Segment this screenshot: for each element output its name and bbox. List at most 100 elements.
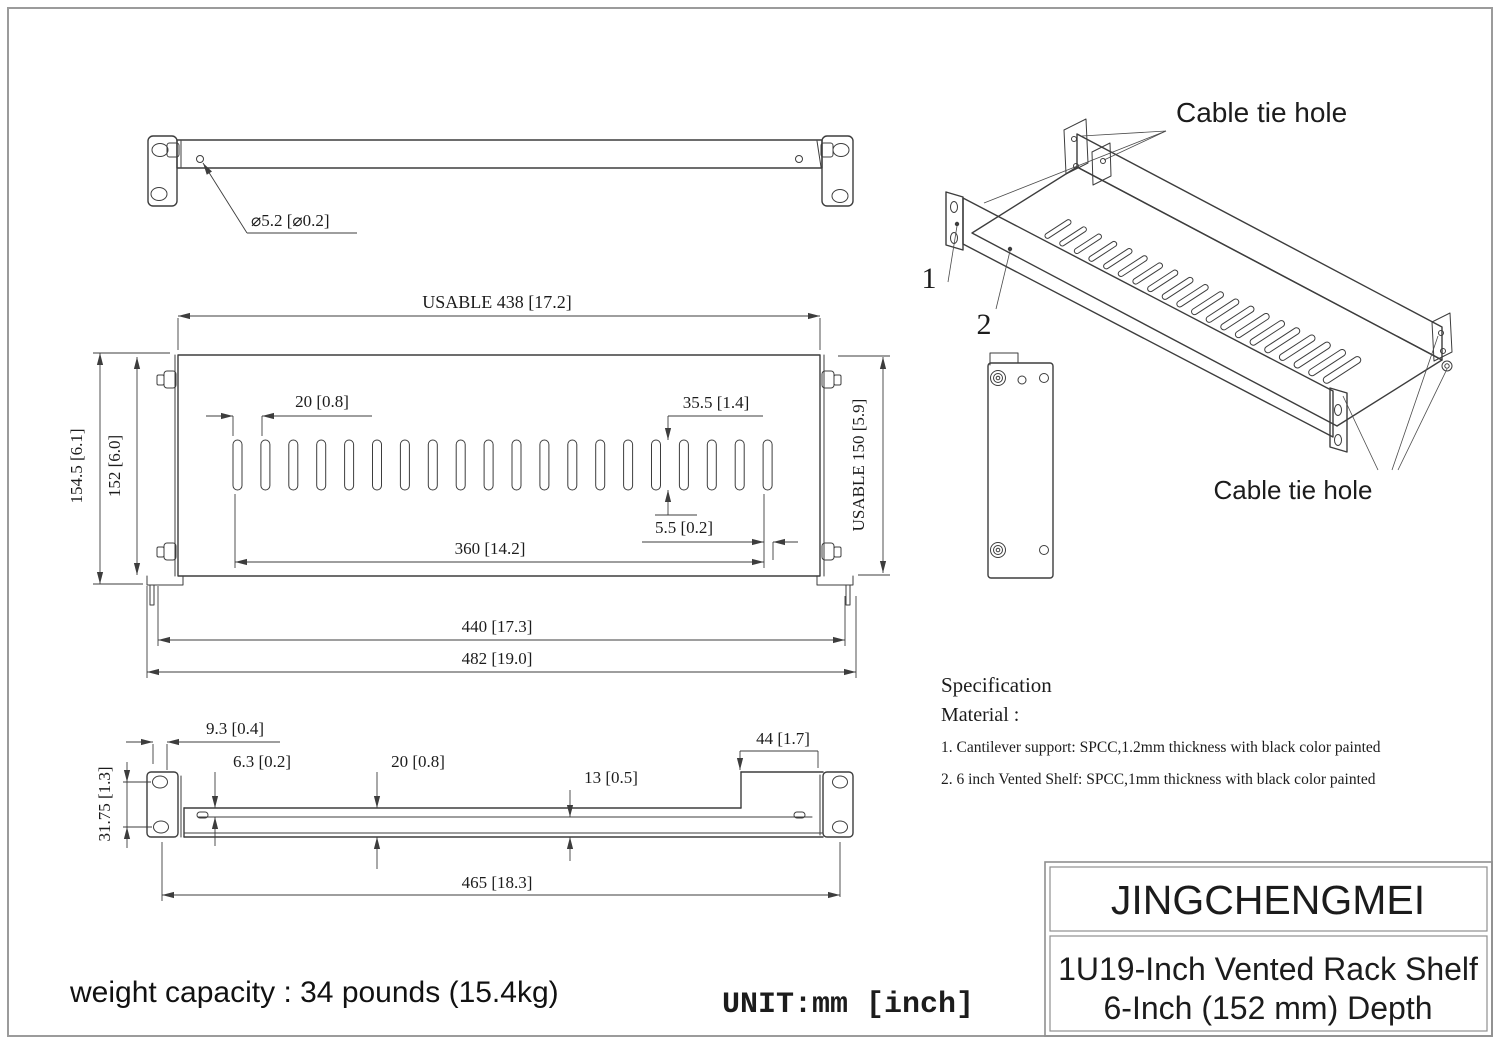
vent-slot: [762, 439, 773, 491]
vent-slot: [1322, 356, 1362, 384]
dim-overall-width: 482 [19.0]: [146, 586, 857, 678]
vent-slot: [316, 439, 327, 491]
dim-text: 482 [19.0]: [462, 649, 533, 668]
screw: [1444, 363, 1450, 369]
vent-slot: [595, 439, 606, 491]
rear-flange: [1076, 133, 1443, 361]
vent-slot: [232, 439, 243, 491]
spec-item: 2. 6 inch Vented Shelf: SPCC,1mm thickne…: [941, 771, 1376, 788]
vent-slot: [344, 439, 355, 491]
product-title-line2: 6-Inch (152 mm) Depth: [1103, 990, 1432, 1026]
ear-hole: [950, 232, 958, 244]
leader-line: [1103, 130, 1167, 161]
dim-text: USABLE 150 [5.9]: [849, 399, 868, 532]
bolt-head: [833, 546, 842, 558]
title-block-border: [1044, 861, 1493, 1037]
vent-slot: [1161, 276, 1194, 300]
vent-slot: [372, 439, 382, 491]
right-mounting-ear: [821, 135, 854, 207]
bolt-head: [833, 374, 842, 386]
screw: [993, 545, 1003, 555]
dim-usable-width: USABLE 438 [17.2]: [177, 292, 821, 350]
dim-text: 360 [14.2]: [455, 539, 526, 558]
dim-text: 20 [0.8]: [295, 392, 349, 411]
vent-slot: [539, 439, 550, 491]
weight-capacity-note: weight capacity : 34 pounds (15.4kg): [69, 976, 559, 1009]
product-cell: [1049, 935, 1488, 1032]
bolt-head: [163, 370, 177, 389]
dim-vent-width: 5.5 [0.2]: [642, 494, 798, 568]
vent-slot: [1205, 298, 1240, 323]
ear-hole: [1334, 404, 1342, 416]
tie-hole: [196, 155, 204, 163]
dim-inner-height: 152 [6.0]: [105, 357, 141, 575]
vent-slot: [1249, 320, 1286, 346]
dim-text: 440 [17.3]: [462, 617, 533, 636]
screw: [995, 375, 1001, 381]
vent-slot: [1117, 255, 1148, 277]
bracket-leg: [149, 584, 155, 606]
vent-slot: [706, 439, 717, 491]
ear-hole: [153, 820, 169, 834]
ear-hole: [950, 201, 958, 213]
vent-slot: [1103, 248, 1133, 270]
vent-slot: [1293, 341, 1331, 369]
screw: [990, 542, 1006, 558]
tie-tab: [1091, 142, 1112, 186]
dim-rear-support: 44 [1.7]: [736, 729, 841, 897]
vent-slot: [1176, 284, 1209, 308]
vent-slot: [1059, 226, 1087, 247]
dim-overall-height: 154.5 [6.1]: [67, 352, 170, 585]
bolt-head: [163, 542, 177, 561]
bend-line: [816, 140, 822, 168]
tie-hole: [1071, 136, 1077, 142]
sheet-border: [7, 7, 1493, 1037]
dim-hole-spacing: 31.75 [1.3]: [95, 762, 152, 848]
dim-usable-depth: USABLE 150 [5.9]: [838, 355, 890, 576]
front-rail: [962, 197, 1334, 438]
ear-hole: [832, 820, 848, 834]
leader-line: [1081, 130, 1167, 137]
dim-text: 154.5 [6.1]: [67, 428, 86, 503]
leader-line: [1397, 368, 1448, 471]
dim-text: 35.5 [1.4]: [683, 393, 750, 412]
dim-text: 9.3 [0.4]: [206, 719, 264, 738]
vent-slot: [1088, 240, 1118, 262]
tie-tab: [1431, 312, 1453, 362]
dim-ear-offset: 9.3 [0.4]: [126, 719, 280, 770]
left-mounting-ear: [146, 771, 179, 838]
title-block: JINGCHENGMEI 1U19-Inch Vented Rack Shelf…: [1044, 861, 1493, 1037]
unit-note: UNIT:mm [inch]: [722, 988, 974, 1022]
cable-tie-callout-top: Cable tie hole: [983, 97, 1347, 204]
vent-slot: [1278, 334, 1316, 361]
spec-item: 1. Cantilever support: SPCC,1.2mm thickn…: [941, 739, 1381, 756]
vent-slot: [734, 439, 745, 491]
cable-tie-callout-bottom: Cable tie hole: [1214, 335, 1448, 505]
vent-slot: [678, 439, 689, 491]
ear-hole: [151, 143, 169, 157]
dim-text: 5.5 [0.2]: [655, 518, 713, 537]
ear-hole: [1334, 434, 1342, 446]
hole: [1017, 375, 1027, 385]
top-view: USABLE 438 [17.2] 154.5 [6.1] 152 [6.0] …: [67, 292, 890, 678]
dim-text: 20 [0.8]: [391, 752, 445, 771]
hole: [1039, 373, 1049, 383]
tie-hole: [1100, 158, 1106, 164]
bracket-leg: [845, 584, 851, 606]
dim-text: 31.75 [1.3]: [95, 766, 114, 841]
dim-channel-height: 13 [0.5]: [566, 768, 638, 861]
vent-slot: [651, 439, 661, 491]
vent-slot: [1191, 291, 1224, 316]
vent-slot: [1147, 269, 1179, 293]
callout-2: 2: [977, 246, 1013, 341]
vent-slot: [288, 439, 299, 491]
vent-slot: [427, 439, 438, 491]
screw: [995, 547, 1001, 553]
dim-vent-pitch: 20 [0.8]: [206, 392, 372, 436]
vent-slot: [567, 439, 578, 491]
ear-hole: [832, 143, 850, 157]
ear-hole: [150, 187, 168, 201]
ear-hole: [832, 775, 848, 789]
cable-tie-label: Cable tie hole: [1214, 475, 1373, 505]
